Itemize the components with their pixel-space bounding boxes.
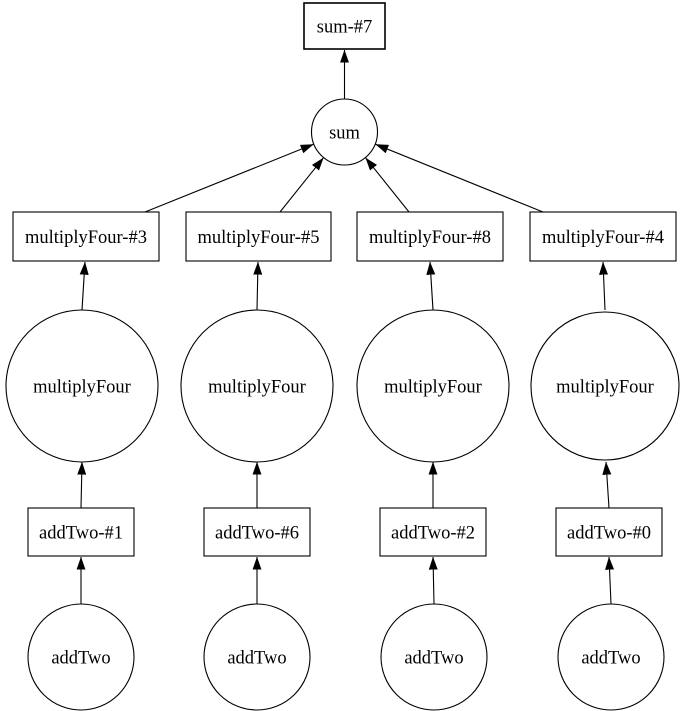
sum-op-box <box>303 2 386 50</box>
edge-addop1-to-mulfn1 <box>77 461 87 509</box>
node-mul-op-2: multiplyFour-#5 <box>185 211 332 262</box>
mul-fn-4-label: multiplyFour <box>556 377 654 397</box>
add-op-4-box <box>555 507 663 557</box>
mul-op-1-label: multiplyFour-#3 <box>25 228 147 248</box>
add-op-3-box <box>379 507 487 557</box>
mul-op-2-label: multiplyFour-#5 <box>198 228 320 248</box>
mul-fn-3-label: multiplyFour <box>384 377 482 397</box>
node-add-op-1: addTwo-#1 <box>27 507 135 557</box>
node-add-fn-2: addTwo <box>203 603 311 711</box>
mul-op-2-box <box>185 211 332 262</box>
node-add-fn-1: addTwo <box>27 603 135 711</box>
mul-fn-4-circle <box>530 311 680 461</box>
edge-addfn3-to-addop3 <box>428 556 438 605</box>
node-add-op-2: addTwo-#6 <box>203 507 311 557</box>
mul-fn-1-circle <box>5 309 159 463</box>
node-add-op-3: addTwo-#2 <box>379 507 487 557</box>
mul-op-4-box <box>529 211 677 262</box>
edge-mulfn3-to-mulop3 <box>426 261 436 311</box>
mul-op-3-label: multiplyFour-#8 <box>369 228 491 248</box>
mul-op-3-box <box>356 211 504 262</box>
edge-mulop1-to-sum <box>144 143 314 213</box>
add-op-4-label: addTwo-#0 <box>567 523 651 543</box>
add-op-2-label: addTwo-#6 <box>215 523 299 543</box>
node-mul-fn-2: multiplyFour <box>180 309 334 463</box>
edge-mulop3-to-sum <box>365 157 410 213</box>
edge-mulop4-to-sum <box>375 143 544 213</box>
node-sum-op: sum-#7 <box>303 2 386 50</box>
add-fn-1-label: addTwo <box>51 648 110 668</box>
node-add-fn-3: addTwo <box>380 603 488 711</box>
add-op-1-label: addTwo-#1 <box>39 523 123 543</box>
mul-fn-2-circle <box>180 309 334 463</box>
edge-addfn4-to-addop4 <box>605 556 615 605</box>
node-add-fn-4: addTwo <box>557 603 665 711</box>
add-fn-1-circle <box>27 603 135 711</box>
node-mul-op-4: multiplyFour-#4 <box>529 211 677 262</box>
mul-op-4-label: multiplyFour-#4 <box>542 228 664 248</box>
add-op-1-box <box>27 507 135 557</box>
edge-mulfn4-to-mulop4 <box>599 261 609 311</box>
add-op-3-label: addTwo-#2 <box>391 523 475 543</box>
sum-op-label: sum-#7 <box>317 17 373 37</box>
node-mul-op-1: multiplyFour-#3 <box>12 211 160 262</box>
add-fn-2-label: addTwo <box>227 648 286 668</box>
node-mul-fn-3: multiplyFour <box>356 309 510 463</box>
node-sum-fn: sum <box>310 98 379 166</box>
node-mul-fn-4: multiplyFour <box>530 311 680 461</box>
sum-fn-circle <box>310 98 379 166</box>
add-fn-3-circle <box>380 603 488 711</box>
node-mul-fn-1: multiplyFour <box>5 309 159 463</box>
mul-op-1-box <box>12 211 160 262</box>
node-add-op-4: addTwo-#0 <box>555 507 663 557</box>
mul-fn-2-label: multiplyFour <box>208 377 306 397</box>
edge-mulop2-to-sum <box>279 157 324 213</box>
add-op-2-box <box>203 507 311 557</box>
sum-fn-label: sum <box>329 123 360 143</box>
nodes-layer: sum-#7 sum multiplyFour-#3 multiplyFour-… <box>5 2 680 711</box>
add-fn-4-label: addTwo <box>581 648 640 668</box>
mul-fn-1-label: multiplyFour <box>33 377 131 397</box>
mul-fn-3-circle <box>356 309 510 463</box>
edges-layer <box>76 49 615 605</box>
add-fn-2-circle <box>203 603 311 711</box>
edge-addop4-to-mulfn4 <box>602 461 612 509</box>
edge-mulfn2-to-mulop2 <box>253 261 263 311</box>
add-fn-3-label: addTwo <box>404 648 463 668</box>
node-mul-op-3: multiplyFour-#8 <box>356 211 504 262</box>
edge-mulfn1-to-mulop1 <box>79 261 89 311</box>
add-fn-4-circle <box>557 603 665 711</box>
